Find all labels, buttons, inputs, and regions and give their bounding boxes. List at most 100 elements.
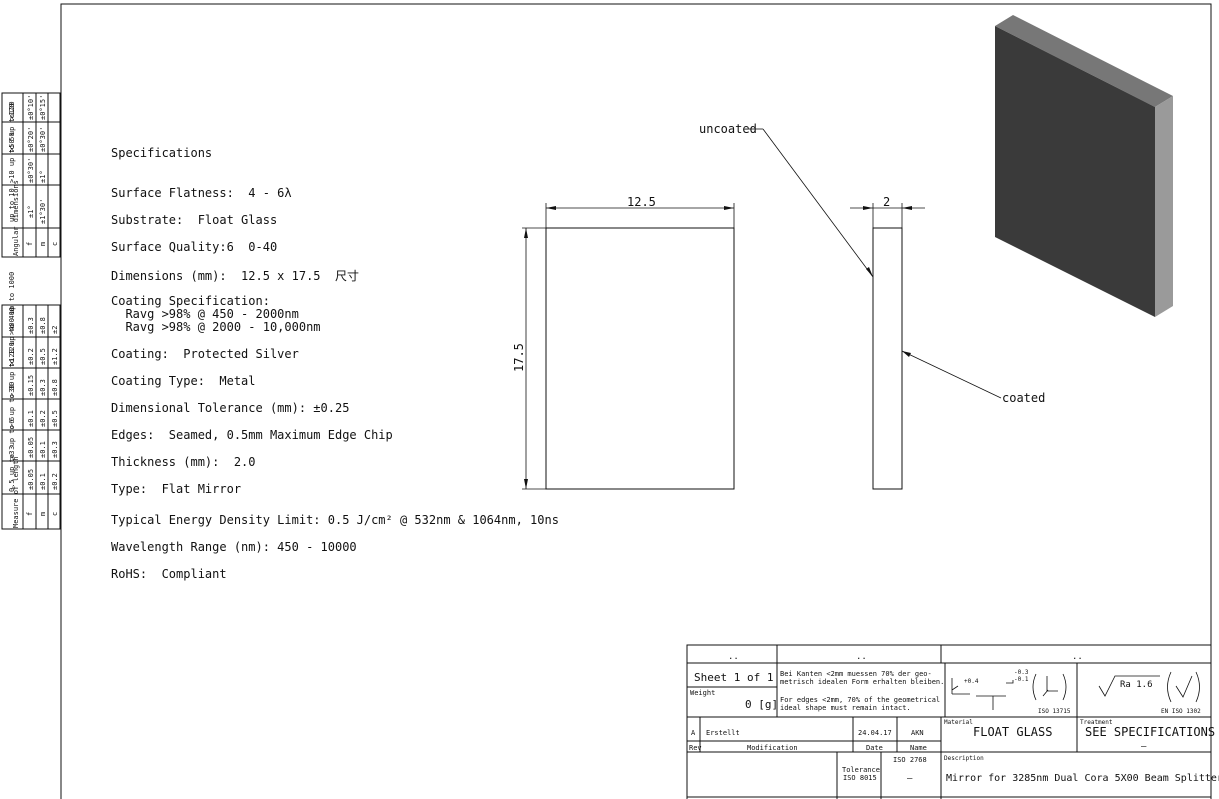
angular-f-4: ±0°10' <box>27 95 35 120</box>
roughness-label: Ra 1.6 <box>1120 680 1153 690</box>
title-block: .. .. .. Sheet 1 of 1 Weight 0 [g] Bei K… <box>686 644 1219 799</box>
rev-header: Rev <box>689 744 702 752</box>
angular-tolerance-table: Angular dimensions f m c up to 10 >10 up… <box>1 92 61 258</box>
length-m-1: ±0.1 <box>39 473 47 490</box>
spec-coating: Coating: Protected Silver <box>111 347 299 361</box>
thickness-dimension-label: 2 <box>883 195 890 209</box>
angular-header: Angular dimensions <box>12 180 20 256</box>
material-label: Material <box>944 719 973 726</box>
length-header: Measure of length <box>12 456 20 528</box>
angular-f-3: ±0°20' <box>27 127 35 152</box>
spec-surface-flatness: Surface Flatness: 4 - 6λ <box>111 186 292 200</box>
length-f-3: ±0.1 <box>27 410 35 427</box>
angular-col-1: up to 10 <box>8 188 16 222</box>
length-f-6: ±0.3 <box>27 317 35 334</box>
tolerance-label: Tolerance <box>842 766 880 774</box>
angular-grade-m: m <box>39 242 47 246</box>
iso-2768: ISO 2768 <box>893 756 927 764</box>
treatment-dash: – <box>1141 742 1147 752</box>
name-header: Name <box>910 744 927 752</box>
length-grade-c: c <box>51 512 59 516</box>
front-view: 12.5 17.5 <box>512 195 735 490</box>
side-view-outline <box>872 227 903 490</box>
note-german-1: Bei Kanten <2mm muessen 70% der geo- <box>780 670 932 678</box>
length-c-4: ±0.8 <box>51 379 59 396</box>
description-label: Description <box>944 755 984 762</box>
tolerance-minus-1: -0.3 <box>1014 669 1029 676</box>
spec-rohs: RoHS: Compliant <box>111 567 227 581</box>
length-col-3: >6 up to 30 <box>8 382 16 428</box>
uncoated-leader <box>762 128 874 278</box>
angular-col-3: >50 up to120 <box>8 101 16 152</box>
length-m-2: ±0.1 <box>39 441 47 458</box>
sheet-border <box>60 3 1212 799</box>
uncoated-label: uncoated <box>699 122 757 136</box>
dots-2: .. <box>856 652 867 662</box>
revision-date: 24.04.17 <box>858 729 892 737</box>
length-m-6: ±0.8 <box>39 317 47 334</box>
modification-header: Modification <box>747 744 798 752</box>
length-m-3: ±0.2 <box>39 410 47 427</box>
sheet-number: Sheet 1 of 1 <box>694 671 773 684</box>
spec-coating-type: Coating Type: Metal <box>111 374 256 388</box>
angular-col-2: >10 up to 50 <box>8 132 16 183</box>
length-col-4: >30 up to 120 <box>8 342 16 397</box>
length-c-1: ±0.2 <box>51 473 59 490</box>
angular-m-1: ±1°30' <box>39 199 47 224</box>
length-c-3: ±0.5 <box>51 410 59 427</box>
length-m-5: ±0.5 <box>39 348 47 365</box>
length-tolerance-table: Measure of length f m c 0.5 up to 3 >3 u… <box>1 272 61 530</box>
tolerance-dash: – <box>907 774 913 784</box>
spec-thickness: Thickness (mm): 2.0 <box>111 455 256 469</box>
iso-8015: ISO 8015 <box>843 774 877 782</box>
length-f-4: ±0.15 <box>27 375 35 396</box>
weight-value: 0 [g] <box>745 698 778 711</box>
isometric-view <box>995 15 1173 317</box>
length-f-5: ±0.2 <box>27 348 35 365</box>
angular-grade-c: c <box>51 242 59 246</box>
front-view-outline <box>545 227 735 490</box>
length-grade-f: f <box>26 512 34 516</box>
treatment-value: SEE SPECIFICATIONS <box>1085 725 1215 739</box>
treatment-label: Treatment <box>1080 719 1113 726</box>
length-col-1: 0.5 up to 3 <box>8 446 16 492</box>
specifications-heading: Specifications <box>111 146 213 160</box>
dots-1: .. <box>728 652 739 662</box>
length-grade-m: m <box>39 512 47 516</box>
revision-letter: A <box>691 729 696 737</box>
isometric-top-face <box>995 15 1173 107</box>
spec-substrate: Substrate: Float Glass <box>111 213 278 227</box>
length-col-2: >3 up to 6 <box>8 417 16 459</box>
length-c-6: ±2 <box>51 326 59 334</box>
coated-leader <box>901 350 1002 399</box>
erstellt-label: Erstellt <box>706 729 740 737</box>
angular-grade-f: f <box>26 242 34 246</box>
spec-dimensional-tolerance: Dimensional Tolerance (mm): ±0.25 <box>111 401 350 415</box>
angular-col-4: >120 <box>8 103 16 120</box>
iso-13715: ISO 13715 <box>1038 708 1071 715</box>
spec-surface-quality: Surface Quality:6 0-40 <box>111 240 278 254</box>
edge-symbol-icon <box>951 673 1067 710</box>
note-german-2: metrisch idealen Form erhalten bleiben. <box>780 678 944 686</box>
spec-energy-density: Typical Energy Density Limit: 0.5 J/cm² … <box>111 513 559 527</box>
note-english-1: For edges <2mm, 70% of the geometrical <box>780 696 940 704</box>
dots-3: .. <box>1072 652 1083 662</box>
side-view: 2 uncoated coated <box>699 122 1045 490</box>
angular-m-4: ±0°15' <box>39 95 47 120</box>
isometric-front-face <box>995 26 1155 317</box>
spec-dimensions: Dimensions (mm): 12.5 x 17.5 尺寸 <box>111 269 359 283</box>
width-dimension-label: 12.5 <box>627 195 656 209</box>
surface-roughness-icon <box>1098 671 1200 703</box>
angular-f-2: ±0°30' <box>27 158 35 183</box>
length-col-5: >120 up to 400 <box>8 307 16 366</box>
description-value: Mirror for 3285nm Dual Cora 5X00 Beam Sp… <box>946 773 1219 784</box>
length-c-5: ±1.2 <box>51 348 59 365</box>
spec-wavelength-range: Wavelength Range (nm): 450 - 10000 <box>111 540 357 554</box>
weight-label: Weight <box>690 689 715 697</box>
tolerance-minus-2: -0.1 <box>1014 676 1029 683</box>
tolerance-plus: +0.4 <box>964 678 979 685</box>
isometric-side-face <box>1155 96 1173 317</box>
length-c-2: ±0.3 <box>51 441 59 458</box>
height-dimension-label: 17.5 <box>512 343 526 372</box>
